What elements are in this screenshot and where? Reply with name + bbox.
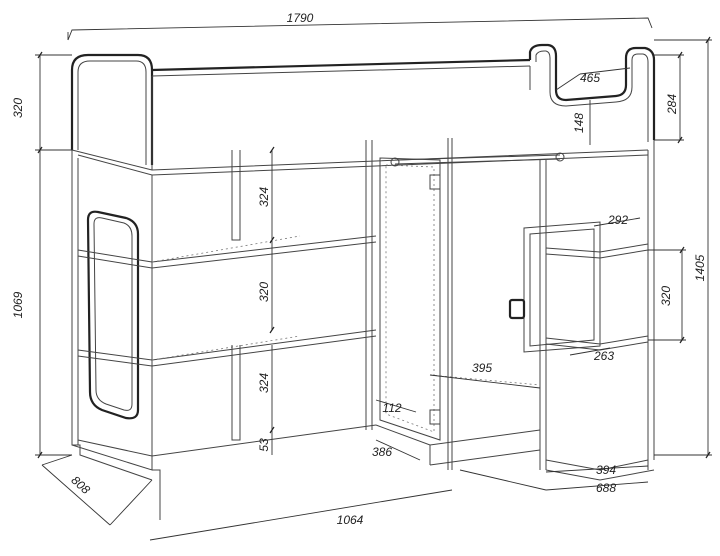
dim-ladder-guard-height: 284	[665, 94, 679, 115]
dim-shelf-middle-gap: 320	[257, 282, 271, 302]
dim-side-shelf-gap: 320	[659, 286, 673, 306]
dim-side-height: 1069	[11, 291, 25, 318]
dim-side-unit-width: 688	[596, 481, 616, 495]
dim-desk-length: 1064	[337, 513, 364, 527]
dim-ladder-opening-width: 465	[580, 71, 600, 85]
dimension-lines	[35, 17, 712, 541]
left-side-panel	[71, 150, 161, 520]
right-side-unit	[508, 140, 655, 481]
dim-plinth-height: 53	[257, 438, 271, 452]
dim-shelf-step-small: 112	[382, 401, 401, 415]
dim-shelf-bottom-gap: 324	[257, 373, 271, 393]
dimension-ticks	[37, 36, 711, 459]
dim-ladder-opening-depth: 148	[572, 113, 586, 133]
open-shelves	[77, 150, 377, 470]
dim-shelf-top-gap: 324	[257, 187, 271, 207]
dim-wardrobe-depth: 395	[472, 361, 492, 375]
dim-door-width: 386	[372, 445, 392, 459]
top-guard-rail	[70, 43, 656, 176]
dim-side-shelf-depth: 263	[593, 349, 614, 363]
dimension-labels: 1790 320 1069 808 1064 465 148 284 1405 …	[11, 11, 707, 527]
dim-side-shelf-width: 292	[607, 213, 628, 227]
dim-total-length: 1790	[287, 11, 314, 25]
dim-depth: 808	[69, 473, 93, 497]
dim-overall-height: 1405	[693, 254, 707, 281]
dim-top-guard-height: 320	[11, 98, 25, 118]
dim-side-unit-depth: 394	[596, 463, 616, 477]
wardrobe-section	[365, 138, 565, 470]
